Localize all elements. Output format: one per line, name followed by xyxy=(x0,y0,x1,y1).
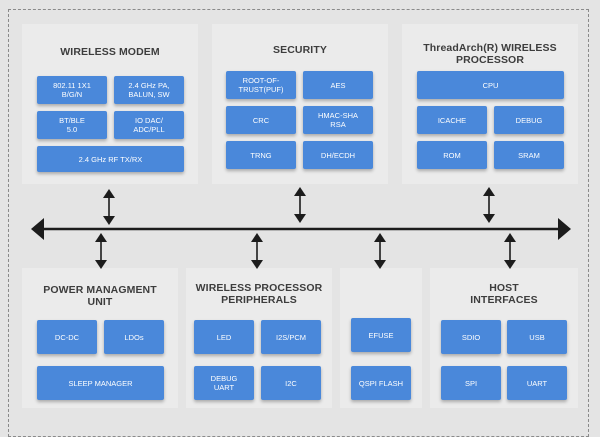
block-root-of-trust: ROOT-OF- TRUST(PUF) xyxy=(226,71,296,99)
block-io-dac: IO DAC/ ADC/PLL xyxy=(114,111,184,139)
block-i2c: I2C xyxy=(261,366,321,400)
block-dc-dc: DC-DC xyxy=(37,320,97,354)
block-debug: DEBUG xyxy=(494,106,564,134)
block-crc: CRC xyxy=(226,106,296,134)
block-spi: SPI xyxy=(441,366,501,400)
block-trng: TRNG xyxy=(226,141,296,169)
block-aes: AES xyxy=(303,71,373,99)
power-title: POWER MANAGMENT UNIT xyxy=(43,284,157,308)
connector-peripherals xyxy=(251,233,263,269)
block-sram: SRAM xyxy=(494,141,564,169)
block-sdio: SDIO xyxy=(441,320,501,354)
block-hmac-sha: HMAC-SHA RSA xyxy=(303,106,373,134)
block-rom: ROM xyxy=(417,141,487,169)
wireless-modem-title: WIRELESS MODEM xyxy=(60,46,160,58)
connector-storage xyxy=(374,233,386,269)
block-80211: 802.11 1X1 B/G/N xyxy=(37,76,107,104)
bus-left-arrowhead xyxy=(31,218,44,240)
block-cpu: CPU xyxy=(417,71,564,99)
block-rf-txrx: 2.4 GHz RF TX/RX xyxy=(37,146,184,172)
block-efuse: EFUSE xyxy=(351,318,411,352)
host-title: HOST INTERFACES xyxy=(470,282,538,306)
security-title: SECURITY xyxy=(273,44,327,56)
block-usb: USB xyxy=(507,320,567,354)
block-ldos: LDOs xyxy=(104,320,164,354)
peripherals-title: WIRELESS PROCESSOR PERIPHERALS xyxy=(195,282,323,306)
connector-modem xyxy=(103,189,115,225)
connector-host xyxy=(504,233,516,269)
block-led: LED xyxy=(194,320,254,354)
processor-title: ThreadArch(R) WIRELESS PROCESSOR xyxy=(423,42,557,66)
connector-security xyxy=(294,187,306,223)
block-uart: UART xyxy=(507,366,567,400)
block-debug-uart: DEBUG UART xyxy=(194,366,254,400)
block-dh-ecdh: DH/ECDH xyxy=(303,141,373,169)
block-icache: ICACHE xyxy=(417,106,487,134)
connector-power xyxy=(95,233,107,269)
connector-processor xyxy=(483,187,495,223)
block-bt-ble: BT/BLE 5.0 xyxy=(37,111,107,139)
block-qspi-flash: QSPI FLASH xyxy=(351,366,411,400)
bus-right-arrowhead xyxy=(558,218,571,240)
block-pa-balun: 2.4 GHz PA, BALUN, SW xyxy=(114,76,184,104)
block-i2s-pcm: I2S/PCM xyxy=(261,320,321,354)
block-sleep-manager: SLEEP MANAGER xyxy=(37,366,164,400)
